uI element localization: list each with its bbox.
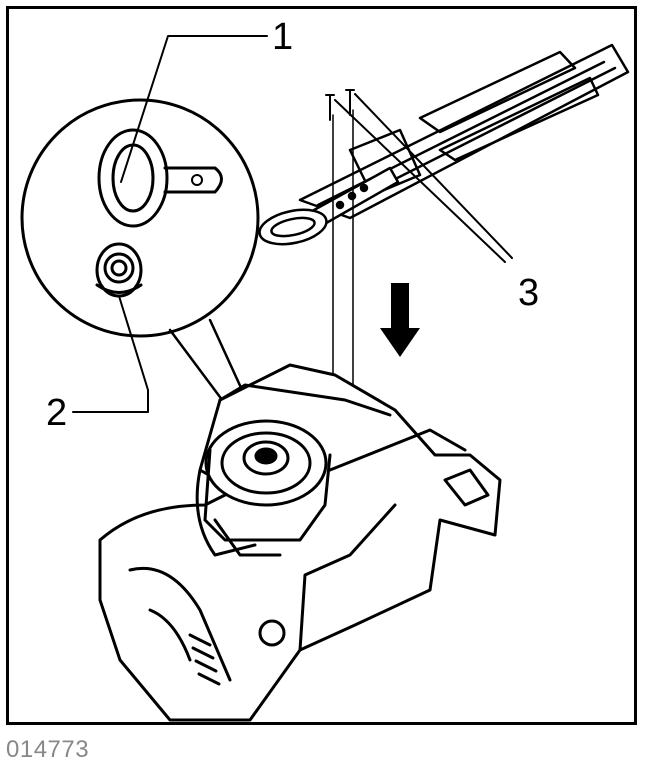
- saw-body: [98, 363, 502, 722]
- figure-code: 014773: [6, 736, 90, 763]
- detail-circle: [20, 98, 260, 338]
- callout-1: 1: [272, 16, 294, 58]
- callout-3: 3: [518, 272, 540, 314]
- leader-3: [334, 93, 513, 263]
- leader-2: [72, 295, 149, 413]
- leader-1: [120, 35, 268, 183]
- direction-arrow: [380, 283, 420, 357]
- sprocket: [203, 419, 332, 557]
- callout-2: 2: [46, 392, 68, 434]
- bolts: [325, 89, 355, 401]
- adjusting-plate: [258, 166, 400, 246]
